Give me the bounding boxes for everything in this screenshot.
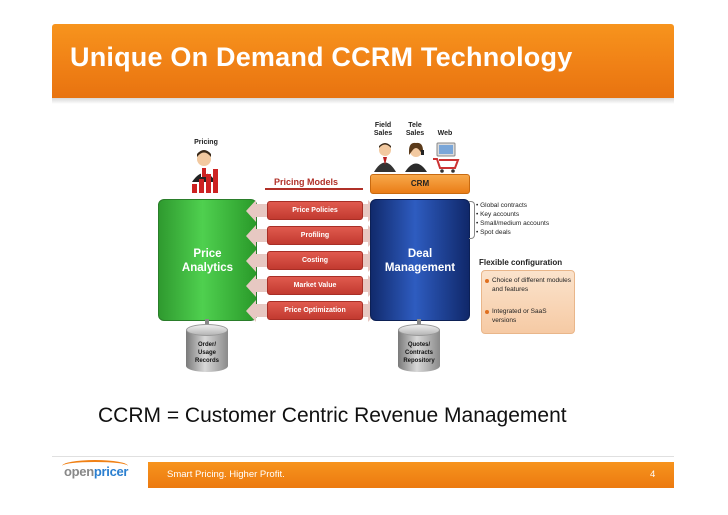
price-analytics-box: Price Analytics: [158, 199, 257, 321]
title-shadow: [52, 98, 674, 104]
flex-config-item-text: Choice of different modules and features: [492, 277, 572, 293]
tele-sales-person-icon: [405, 142, 427, 172]
deal-management-label-2: Management: [384, 262, 456, 274]
pricing-model-price-policies: Price Policies: [267, 201, 363, 220]
flex-config-item-text: Integrated or SaaS versions: [492, 308, 547, 324]
slide-title: Unique On Demand CCRM Technology: [70, 42, 573, 72]
flex-config-item: Integrated or SaaS versions: [485, 308, 572, 325]
price-analytics-label-2: Analytics: [181, 262, 234, 274]
db-label-line: Quotes/: [407, 342, 431, 348]
db-label-line: Contracts: [404, 350, 433, 356]
deal-bullet: • Key accounts: [476, 211, 520, 218]
deal-bullet: • Small/medium accounts: [476, 220, 550, 227]
bullet-dot-icon: [485, 310, 489, 314]
flex-config-item: Choice of different modules and features: [485, 277, 572, 294]
bullets-brace: [469, 201, 475, 239]
pricing-models-underline: [265, 188, 363, 190]
pricing-person-icon: [192, 150, 218, 193]
footer-divider: [52, 456, 674, 457]
price-analytics-label-1: Price: [193, 248, 222, 260]
openpricer-logo: openpricer: [64, 464, 129, 479]
db-label-line: Order/: [197, 342, 216, 348]
db-label-line: Usage: [197, 350, 216, 356]
right-db-connector: [417, 319, 421, 327]
logo-swoosh-icon: [62, 460, 128, 472]
deal-bullet: • Global contracts: [476, 202, 528, 209]
left-db-connector: [205, 319, 209, 327]
db-label-line: Records: [194, 358, 219, 364]
channel-web: Web: [437, 130, 453, 137]
title-bar: [52, 24, 674, 98]
pricing-label: Pricing: [194, 139, 218, 146]
quotes-contracts-repository-db-icon: Quotes/ Contracts Repository: [398, 324, 440, 376]
pricing-models-title: Pricing Models: [274, 177, 339, 187]
channel-field-sales: Field Sales: [373, 122, 393, 137]
bullet-dot-icon: [485, 279, 489, 283]
pricing-model-costing: Costing: [267, 251, 363, 270]
web-cart-icon: [433, 142, 460, 173]
flex-config-title: Flexible configuration: [479, 258, 563, 267]
footer-tagline: Smart Pricing. Higher Profit.: [167, 469, 285, 480]
pricing-model-price-optimization: Price Optimization: [267, 301, 363, 320]
channel-tele-sales: Tele Sales: [405, 122, 425, 137]
deal-bullet: • Spot deals: [476, 229, 511, 236]
pricing-model-profiling: Profiling: [267, 226, 363, 245]
deal-management-label-1: Deal: [407, 248, 433, 260]
ccrm-caption: CCRM = Customer Centric Revenue Manageme…: [98, 404, 567, 427]
footer-bar: [148, 462, 674, 488]
deal-bullets-list: • Global contracts • Key accounts • Smal…: [476, 201, 549, 237]
flex-config-box: Choice of different modules and features…: [481, 270, 575, 334]
db-label-line: Repository: [403, 358, 435, 364]
crm-bar: CRM: [370, 174, 470, 194]
pricing-model-market-value: Market Value: [267, 276, 363, 295]
deal-management-box: Deal Management: [370, 199, 470, 321]
page-number: 4: [650, 469, 656, 480]
order-usage-records-db-icon: Order/ Usage Records: [186, 324, 228, 376]
field-sales-person-icon: [374, 143, 396, 172]
